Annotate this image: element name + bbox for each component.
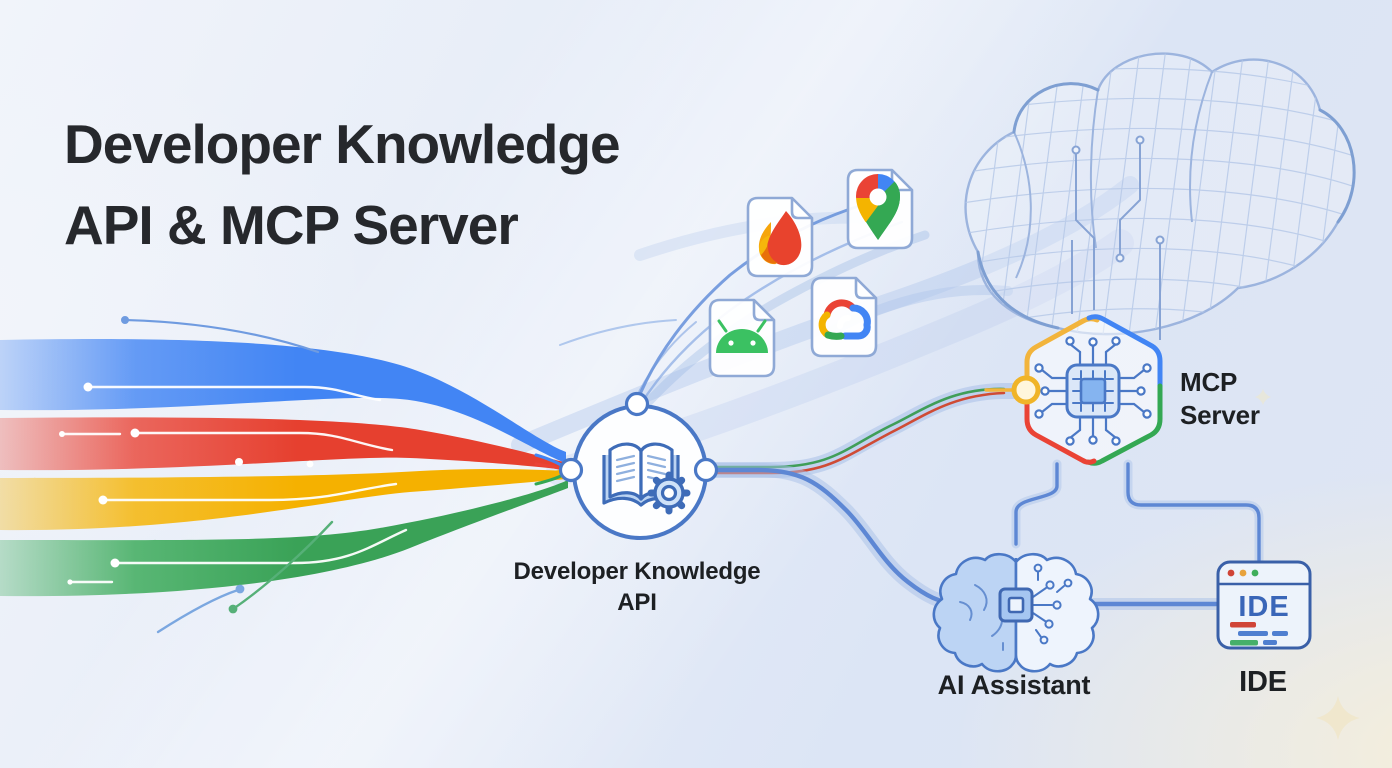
port-dots bbox=[558, 391, 719, 483]
title-line-2: API & MCP Server bbox=[64, 194, 519, 257]
gear-icon bbox=[647, 471, 691, 515]
mcp-server-node bbox=[1011, 314, 1163, 466]
knowledge-api-label: Developer Knowledge API bbox=[513, 558, 761, 617]
connector-api-to-ai bbox=[699, 463, 965, 611]
cloud-circuit-traces bbox=[1071, 140, 1161, 340]
connector-api-to-mcp bbox=[698, 383, 1022, 478]
open-book-gear-icon bbox=[602, 442, 691, 515]
stream-blue bbox=[0, 339, 566, 463]
ai-assistant-label: AI Assistant bbox=[937, 670, 1091, 700]
code-lines bbox=[1230, 622, 1288, 646]
mcp-server-label: MCP Server bbox=[1180, 367, 1260, 430]
ide-window-icon: IDE bbox=[1216, 560, 1312, 650]
knowledge-api-node bbox=[558, 391, 719, 540]
google-cloud-icon bbox=[818, 299, 871, 340]
stream-circuit-dots bbox=[59, 382, 314, 585]
window-dot-green bbox=[1251, 569, 1259, 577]
brain-chip-icon bbox=[998, 587, 1034, 623]
cloud-lobe-edges bbox=[1013, 71, 1213, 279]
data-streams bbox=[0, 339, 568, 597]
title-line-1: Developer Knowledge bbox=[64, 113, 621, 175]
brain-right-half bbox=[1014, 552, 1100, 673]
android-doc bbox=[708, 298, 776, 378]
window-dot-red bbox=[1227, 569, 1235, 577]
google-cloud-doc bbox=[810, 276, 878, 358]
sparkle-decorations bbox=[1255, 389, 1360, 740]
stream-circuit-lines bbox=[60, 385, 408, 584]
ide-window-text: IDE bbox=[1238, 591, 1289, 623]
mcp-port-dot bbox=[1011, 375, 1041, 405]
ide-label: IDE bbox=[1239, 666, 1287, 698]
android-robot-icon bbox=[716, 319, 768, 353]
window-dot-yellow bbox=[1239, 569, 1247, 577]
brain-circuit bbox=[1032, 563, 1073, 645]
connector-mcp-to-ai bbox=[1011, 459, 1062, 549]
ide-node: IDE bbox=[1216, 560, 1312, 650]
maps-doc bbox=[846, 168, 914, 250]
ai-assistant-node bbox=[932, 552, 1100, 673]
chip-circuit-icon bbox=[1034, 336, 1152, 446]
stream-green bbox=[0, 480, 568, 597]
hexagon-border bbox=[1024, 314, 1163, 466]
connector-mcp-to-ide bbox=[1123, 459, 1264, 565]
source-docs bbox=[708, 168, 914, 378]
cloud-wireframe-icon bbox=[964, 52, 1356, 340]
page-title: Developer Knowledge API & MCP Server bbox=[64, 104, 784, 267]
brain-left-half bbox=[932, 552, 1018, 673]
cloud-circuit-dots bbox=[1071, 135, 1165, 263]
stream-red bbox=[0, 417, 568, 471]
firebase-doc bbox=[746, 196, 814, 278]
firebase-flame-icon bbox=[758, 211, 802, 266]
decorative-swooshes bbox=[121, 316, 677, 634]
cloud-accent-edges bbox=[976, 82, 1356, 330]
